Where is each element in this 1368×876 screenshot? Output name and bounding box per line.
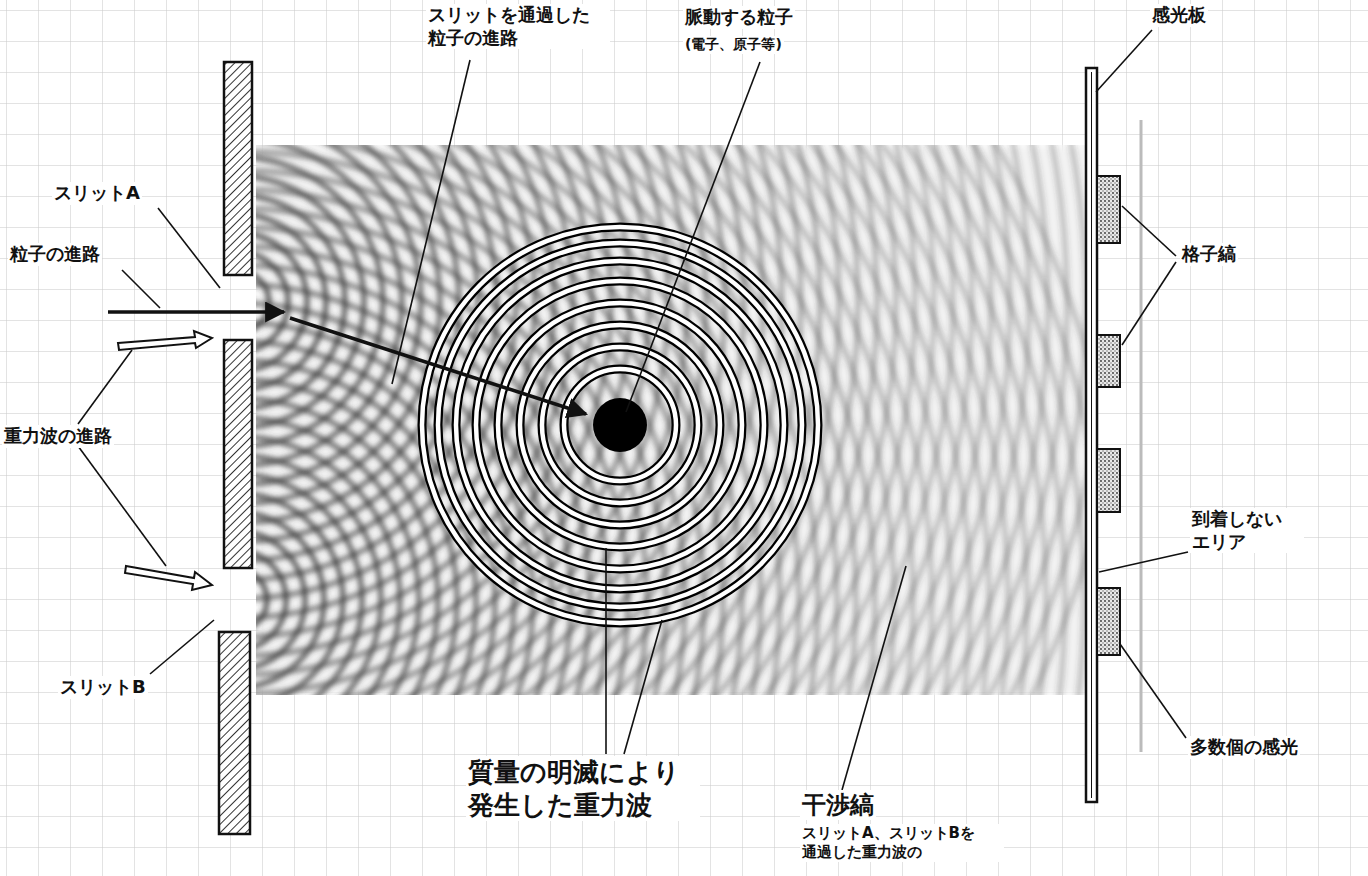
photo-plate	[1086, 68, 1141, 802]
wave-crest	[256, 398, 438, 695]
ring-band	[542, 347, 698, 503]
wave-crest	[256, 417, 419, 695]
particle-path	[108, 312, 586, 414]
label: 格子縞	[1180, 243, 1238, 266]
label: 脈動する粒子	[683, 6, 795, 29]
wave-crest	[256, 145, 1090, 695]
slit-wall	[219, 62, 252, 834]
wave-crest	[256, 145, 1046, 695]
label: スリットA	[52, 182, 142, 205]
ring-outline	[456, 261, 784, 589]
wave-crest	[256, 145, 820, 695]
wave-crest	[256, 170, 666, 695]
ring-outline	[498, 303, 742, 547]
interference-pattern	[256, 145, 1090, 695]
wave-crest	[256, 145, 875, 695]
ring-band	[438, 243, 802, 607]
label: 重力波の進路	[2, 425, 114, 448]
label: スリットA、スリットBを 通過した重力波の	[800, 824, 1004, 862]
wave-crest	[256, 145, 1008, 695]
wave-crest	[256, 145, 1084, 695]
ring-outline	[564, 369, 676, 481]
wave-crest	[256, 145, 799, 695]
wave-crest	[256, 145, 989, 695]
label: 多数個の感光	[1188, 736, 1300, 759]
wave-crest	[256, 145, 1086, 695]
wave-crest	[256, 145, 856, 695]
particle	[593, 398, 647, 452]
leader-line	[78, 30, 1188, 790]
wave-crest	[256, 151, 685, 695]
ring-outline	[520, 325, 720, 525]
ring-band	[520, 325, 720, 525]
wave-crest	[256, 145, 1010, 695]
wave-crest	[256, 145, 970, 695]
label: 干渉縞	[800, 790, 876, 820]
wave-crest	[256, 145, 1065, 695]
label: 到着しない エリア	[1190, 508, 1304, 553]
label: スリットB	[58, 676, 148, 699]
wave-crest	[256, 145, 1027, 695]
ring-band	[564, 369, 676, 481]
ring-band	[476, 281, 764, 569]
ring-band	[456, 261, 784, 589]
label: 粒子の進路	[8, 243, 102, 266]
label: 感光板	[1150, 4, 1208, 27]
wave-crest	[256, 145, 951, 695]
wave-crest	[256, 145, 913, 695]
wave-crest	[256, 145, 1090, 695]
wave-crest	[256, 145, 780, 695]
wave-crest	[256, 145, 932, 695]
wave-crest	[256, 145, 801, 695]
ring-outline	[542, 347, 698, 503]
wave-crest	[256, 550, 286, 650]
wave-crest	[256, 436, 400, 695]
gravity-wave-rings	[422, 227, 818, 623]
ring-band	[422, 227, 818, 623]
wave-crest	[256, 145, 421, 485]
fringe-mark	[1097, 176, 1120, 655]
wave-crest	[256, 569, 267, 631]
label: 質量の明滅により 発生した重力波	[466, 756, 700, 821]
label: スリットを通過した 粒子の進路	[426, 4, 610, 49]
wave-crest	[256, 145, 837, 695]
wave-crest	[256, 145, 858, 695]
ring-outline	[438, 243, 802, 607]
wave-crest	[256, 493, 343, 695]
wave-crest	[256, 145, 972, 695]
gravity-wave-arrow	[118, 331, 212, 590]
ring-outline	[422, 227, 818, 623]
ring-outline	[476, 281, 764, 569]
wave-crest	[256, 512, 324, 688]
wave-crest	[256, 531, 305, 669]
wave-crest	[256, 145, 991, 695]
label: (電子、原子等)	[683, 36, 784, 54]
ring-band	[498, 303, 742, 547]
